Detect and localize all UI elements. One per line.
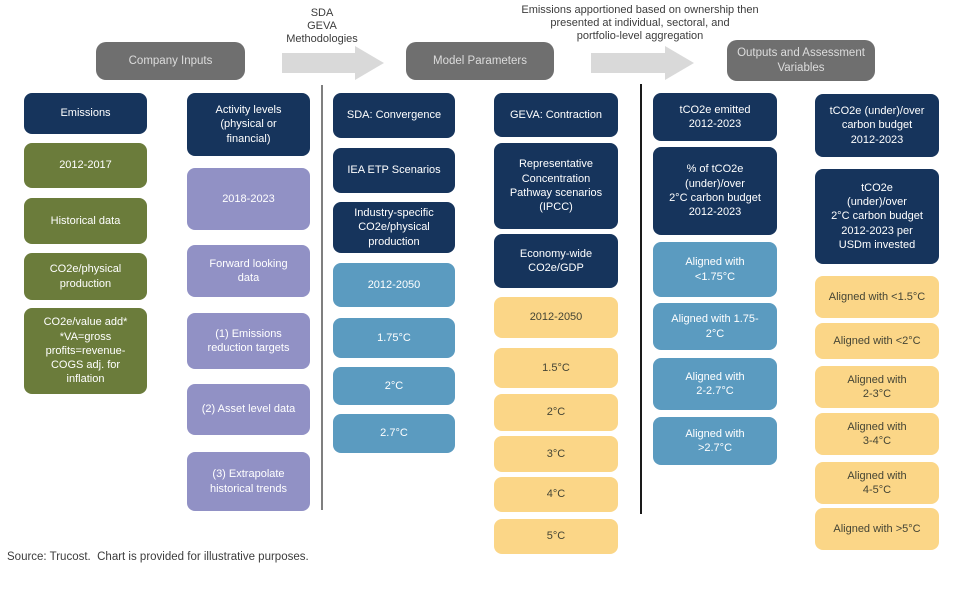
box-geva-2c: 2°C [494,394,618,431]
box-aligned-4-5c: Aligned with 4-5°C [815,462,939,504]
divider-inputs-parameters [321,85,323,510]
box-aligned-gt-5c: Aligned with >5°C [815,508,939,550]
box-tco2e-emitted: tCO2e emitted 2012-2023 [653,93,777,141]
methodologies-note: SDA GEVA Methodologies [286,7,358,46]
box-2012-2017: 2012-2017 [24,143,147,188]
box-asset-level-data: (2) Asset level data [187,384,310,435]
source-note: Source: Trucost. Chart is provided for i… [7,551,309,563]
box-activity-levels: Activity levels (physical or financial) [187,93,310,156]
box-sda-1-75c: 1.75°C [333,318,455,358]
box-aligned-gt-2-7c: Aligned with >2.7°C [653,417,777,465]
box-geva-5c: 5°C [494,519,618,554]
box-sda-convergence: SDA: Convergence [333,93,455,138]
box-co2e-physical-production: CO2e/physical production [24,253,147,300]
box-historical-data: Historical data [24,198,147,244]
box-geva-1-5c: 1.5°C [494,348,618,388]
box-co2e-value-add: CO2e/value add* *VA=gross profits=revenu… [24,308,147,394]
apportionment-note: Emissions apportioned based on ownership… [521,4,759,43]
box-rcp-scenarios: Representative Concentration Pathway sce… [494,143,618,229]
box-extrapolate-historical-trends: (3) Extrapolate historical trends [187,452,310,511]
box-iea-etp-scenarios: IEA ETP Scenarios [333,148,455,193]
box-industry-specific-co2e: Industry-specific CO2e/physical producti… [333,202,455,253]
box-2018-2023: 2018-2023 [187,168,310,230]
box-geva-2012-2050: 2012-2050 [494,297,618,338]
box-forward-looking-data: Forward looking data [187,245,310,297]
box-aligned-2-3c: Aligned with 2-3°C [815,366,939,408]
box-aligned-1-75-2c: Aligned with 1.75- 2°C [653,303,777,350]
box-aligned-lt-1-5c: Aligned with <1.5°C [815,276,939,318]
box-aligned-lt-1-75c: Aligned with <1.75°C [653,242,777,297]
box-sda-2012-2050: 2012-2050 [333,263,455,307]
box-sda-2-7c: 2.7°C [333,414,455,453]
header-company-inputs: Company Inputs [96,42,245,80]
box-emissions: Emissions [24,93,147,134]
box-geva-3c: 3°C [494,436,618,472]
header-model-parameters: Model Parameters [406,42,554,80]
box-sda-2c: 2°C [333,367,455,405]
box-aligned-3-4c: Aligned with 3-4°C [815,413,939,455]
divider-parameters-outputs [640,84,642,514]
header-outputs-assessment-variables: Outputs and Assessment Variables [727,40,875,81]
box-pct-tco2e-under-over: % of tCO2e (under)/over 2°C carbon budge… [653,147,777,235]
box-tco2e-under-over-budget: tCO2e (under)/over carbon budget 2012-20… [815,94,939,157]
box-aligned-2-2-7c: Aligned with 2-2.7°C [653,358,777,410]
box-aligned-lt-2c: Aligned with <2°C [815,323,939,359]
box-tco2e-per-usdm-invested: tCO2e (under)/over 2°C carbon budget 201… [815,169,939,264]
box-geva-contraction: GEVA: Contraction [494,93,618,137]
box-geva-4c: 4°C [494,477,618,512]
box-economy-wide-co2e-gdp: Economy-wide CO2e/GDP [494,234,618,288]
box-emissions-reduction-targets: (1) Emissions reduction targets [187,313,310,369]
